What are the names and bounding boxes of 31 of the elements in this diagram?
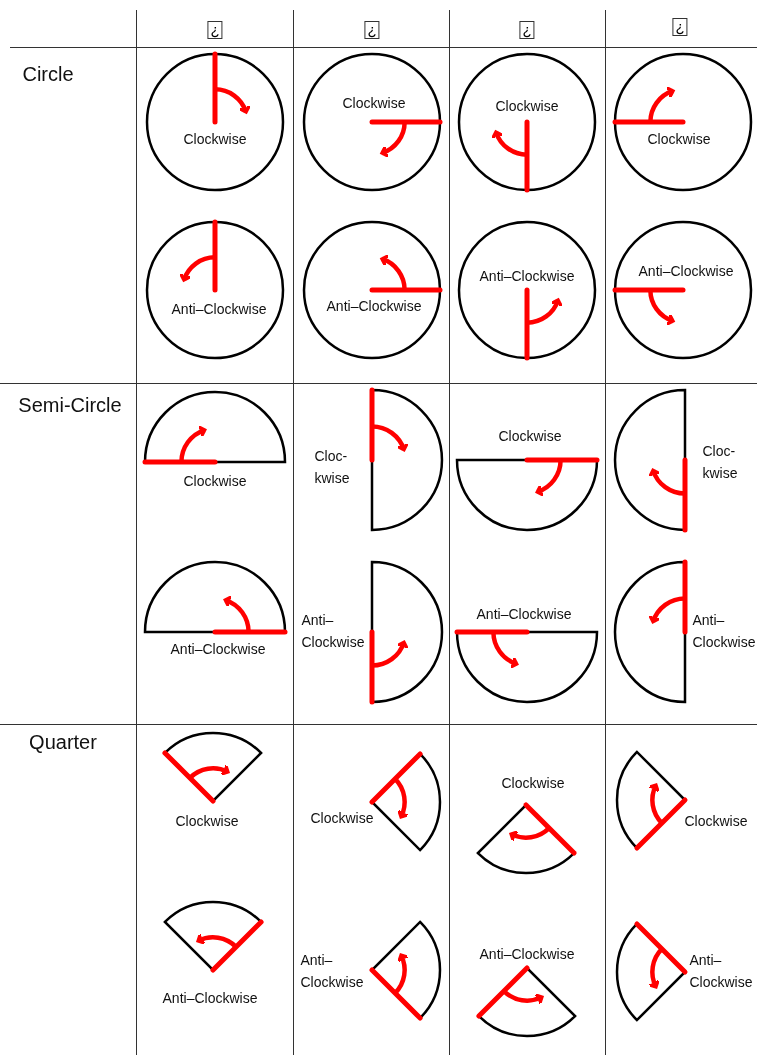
row-header: Circle bbox=[22, 62, 74, 86]
rotation-label: Anti– Clockwise bbox=[689, 951, 753, 992]
rotation-label: Anti– Clockwise bbox=[692, 611, 756, 652]
rotation-label: Clockwise bbox=[495, 97, 559, 117]
rotation-label: Cloc- kwise bbox=[702, 442, 738, 483]
rotation-label: Anti–Clockwise bbox=[170, 640, 266, 660]
rotation-label: Clockwise bbox=[183, 472, 247, 492]
rotation-label: Clockwise bbox=[183, 130, 247, 150]
rotation-label: Clockwise bbox=[501, 774, 565, 794]
rotation-label: Clockwise bbox=[498, 427, 562, 447]
rotation-label: Anti–Clockwise bbox=[638, 262, 734, 282]
column-header: ¿ bbox=[207, 21, 223, 39]
rotation-label: Clockwise bbox=[342, 94, 406, 114]
row-header: Semi-Circle bbox=[18, 393, 122, 417]
rotation-label: Anti– Clockwise bbox=[301, 611, 365, 652]
rotation-label: Clockwise bbox=[647, 130, 711, 150]
column-header: ¿ bbox=[519, 21, 535, 39]
rotation-label: Anti–Clockwise bbox=[479, 945, 575, 965]
rotation-label: Clockwise bbox=[175, 812, 239, 832]
column-header: ¿ bbox=[672, 18, 688, 36]
rotation-label: Clockwise bbox=[310, 809, 374, 829]
rotation-label: Clockwise bbox=[684, 812, 748, 832]
rotation-label: Anti–Clockwise bbox=[326, 297, 422, 317]
row-header: Quarter bbox=[29, 730, 97, 754]
rotation-label: Anti–Clockwise bbox=[162, 989, 258, 1009]
rotation-label: Anti– Clockwise bbox=[300, 951, 364, 992]
rotation-label: Anti–Clockwise bbox=[479, 267, 575, 287]
rotation-label: Anti–Clockwise bbox=[171, 300, 267, 320]
rotation-label: Anti–Clockwise bbox=[476, 605, 572, 625]
rotation-label: Cloc- kwise bbox=[314, 447, 350, 488]
column-header: ¿ bbox=[364, 21, 380, 39]
